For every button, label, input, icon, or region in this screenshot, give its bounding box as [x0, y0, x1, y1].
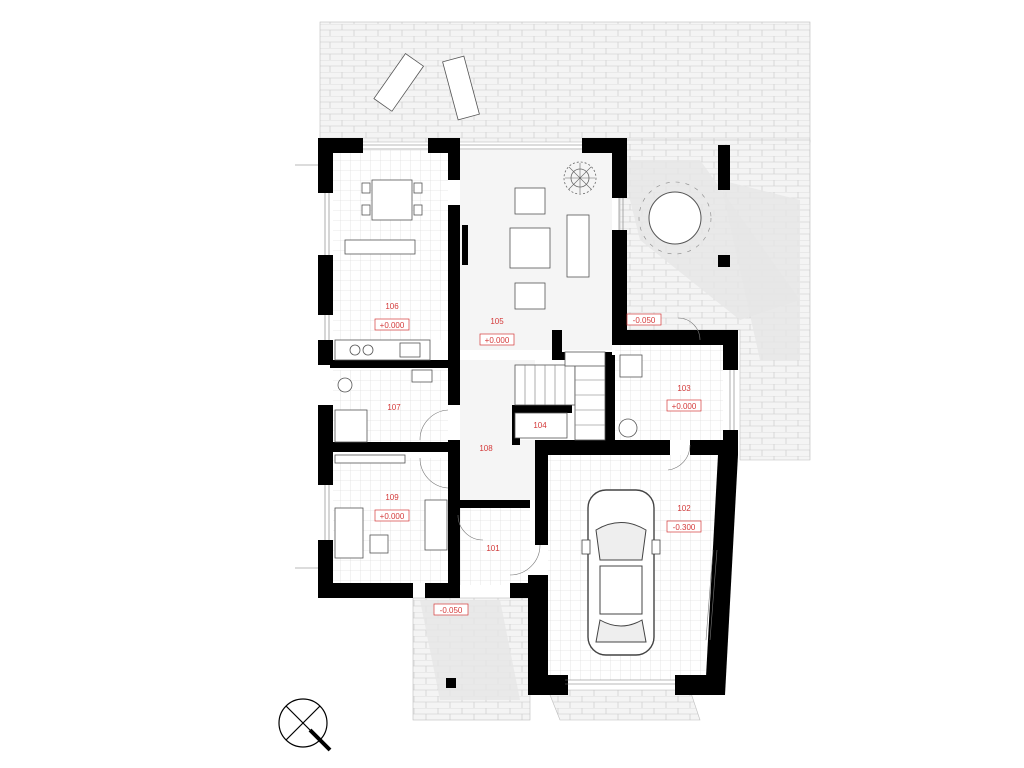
- sun-lounger-icon: [373, 53, 480, 121]
- room-number-103: 103: [677, 384, 691, 393]
- room-number-104: 104: [533, 421, 547, 430]
- toilet: [337, 377, 353, 393]
- furniture: [334, 161, 643, 559]
- shower: [334, 409, 368, 443]
- room-number-109: 109: [385, 493, 399, 502]
- room-level-105: +0.000: [485, 336, 510, 345]
- stove: [564, 351, 606, 367]
- wash-basin: [411, 369, 433, 383]
- room-level-106: +0.000: [380, 321, 405, 330]
- tv-unit: [462, 225, 468, 265]
- staircase: [514, 364, 606, 441]
- level-entrance: -0.050: [440, 606, 463, 615]
- tree-icon: [563, 161, 597, 195]
- office-chair: [369, 534, 389, 554]
- room-number-101: 101: [486, 544, 500, 553]
- boiler: [619, 354, 643, 378]
- driveway-paving: [547, 689, 701, 721]
- north-arrow-icon: [278, 698, 332, 752]
- doors: [419, 317, 701, 576]
- cabinet: [424, 499, 448, 551]
- room-number-108: 108: [479, 444, 493, 453]
- room-labels: 106 +0.000 105 +0.000 107 104 103 +0.000…: [374, 302, 702, 616]
- windows: [295, 144, 735, 685]
- armchair: [514, 187, 546, 215]
- sofa: [566, 214, 590, 278]
- room-number-102: 102: [677, 504, 691, 513]
- tank: [618, 418, 638, 438]
- coffee-table: [509, 227, 551, 269]
- room-level-102: -0.300: [673, 523, 696, 532]
- shelf: [334, 454, 406, 464]
- room-number-107: 107: [387, 403, 401, 412]
- car-icon: [581, 489, 661, 656]
- floor-101: [460, 505, 530, 585]
- armchair-2: [514, 282, 546, 310]
- room-number-105: 105: [490, 317, 504, 326]
- room-number-106: 106: [385, 302, 399, 311]
- bench: [344, 239, 416, 255]
- level-terrace-east: -0.050: [633, 316, 656, 325]
- round-table-icon: [638, 181, 712, 255]
- dining-table: [371, 179, 413, 221]
- room-level-109: +0.000: [380, 512, 405, 521]
- desk: [334, 507, 364, 559]
- room-level-103: +0.000: [672, 402, 697, 411]
- walls: [318, 138, 738, 695]
